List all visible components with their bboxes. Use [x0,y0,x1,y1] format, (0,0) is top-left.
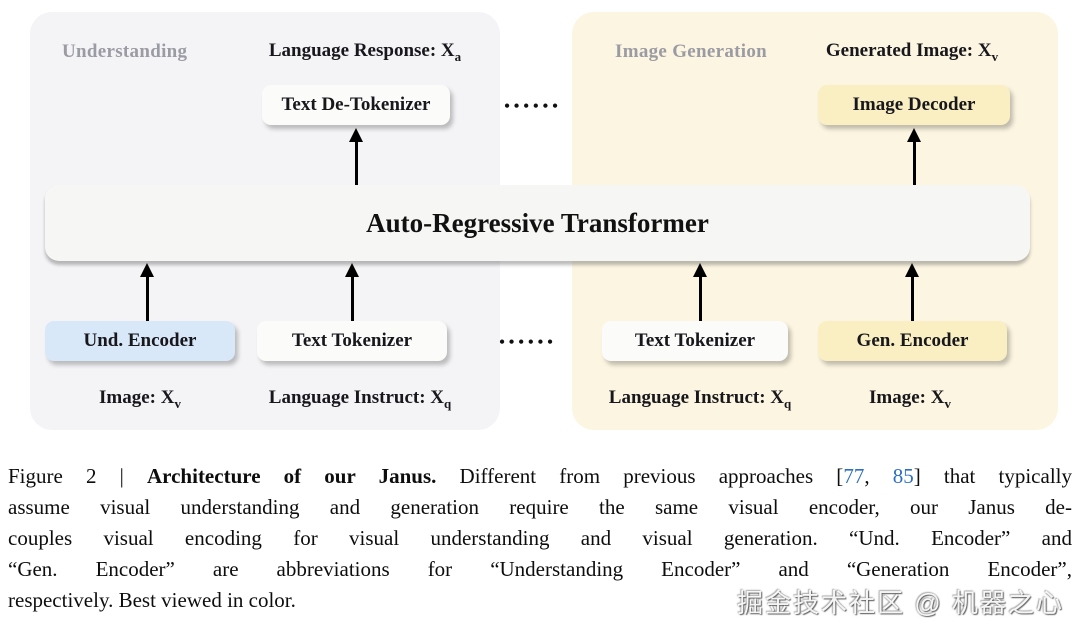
subscript-v: v [944,395,951,411]
image-generation-label: Image Generation [615,41,768,62]
ellipsis-bottom: •••••• [499,334,557,351]
arrow-und-encoder-to-transformer [140,263,154,321]
image-input-right-label: Image: Xv [869,387,951,411]
caption-line-1: Figure 2 | Architecture of our Janus. Di… [8,461,1072,492]
gen-encoder-box: Gen. Encoder [818,321,1007,361]
text-tokenizer-right-box: Text Tokenizer [602,321,788,361]
caption-figure-number: Figure 2 | [8,464,147,488]
caption-line-5: respectively. Best viewed in color. [8,585,1072,616]
language-instruct-left-label: Language Instruct: Xq [268,387,452,411]
subscript-a: a [454,48,462,64]
watermark: 掘金技术社区 @ 机器之心 [737,588,1064,618]
image-input-left-label: Image: Xv [99,387,181,411]
language-instruct-right-label: Language Instruct: Xq [608,387,792,411]
subscript-q: q [784,395,792,411]
text-tokenizer-left-box: Text Tokenizer [257,321,447,361]
subscript-v: v [174,395,181,411]
arrow-transformer-to-image-decoder [907,128,921,185]
subscript-q: q [444,395,452,411]
arrow-head-icon [140,263,154,277]
citation-link-77[interactable]: 77 [843,464,865,488]
text-detokenizer-box: Text De-Tokenizer [262,85,450,125]
caption-text: couples visual encoding for visual under… [8,526,1072,550]
und-encoder-box: Und. Encoder [45,321,235,361]
arrow-transformer-to-text-detokenizer [349,128,363,185]
caption-line-2: assume visual understanding and generati… [8,492,1072,523]
image-decoder-box: Image Decoder [818,85,1010,125]
auto-regressive-transformer-box: Auto-Regressive Transformer [45,185,1030,261]
caption-line-4: “Gen. Encoder” are abbreviations for “Un… [8,554,1072,585]
caption-text: “Gen. Encoder” are abbreviations for “Un… [8,557,1072,581]
arrow-shaft [912,142,916,185]
caption-line-3: couples visual encoding for visual under… [8,523,1072,554]
arrow-shaft [698,277,702,321]
caption-text: , [864,464,893,488]
caption-text: respectively. Best viewed in color. [8,588,296,612]
arrow-shaft [354,142,358,185]
arrow-gen-encoder-to-transformer [905,263,919,321]
caption-text: Different from previous approaches [ [436,464,844,488]
language-response-label: Language Response: Xa [268,40,462,64]
subscript-v: v [991,48,999,64]
arrow-text-tokenizer-left-to-transformer [345,263,359,321]
arrow-shaft [910,277,914,321]
generated-image-label: Generated Image: Xv [825,40,999,64]
arrow-head-icon [905,263,919,277]
ellipsis-top: •••••• [504,98,562,115]
caption-text: ] that typically [913,464,1072,488]
figure-caption: Figure 2 | Architecture of our Janus. Di… [8,461,1072,616]
caption-title: Architecture of our Janus. [147,464,437,488]
arrow-shaft [350,277,354,321]
arrow-text-tokenizer-right-to-transformer [693,263,707,321]
arrow-head-icon [907,128,921,142]
arrow-head-icon [345,263,359,277]
caption-text: assume visual understanding and generati… [8,495,1072,519]
arrow-shaft [145,277,149,321]
arrow-head-icon [693,263,707,277]
understanding-label: Understanding [62,41,188,62]
citation-link-85[interactable]: 85 [892,464,914,488]
arrow-head-icon [349,128,363,142]
